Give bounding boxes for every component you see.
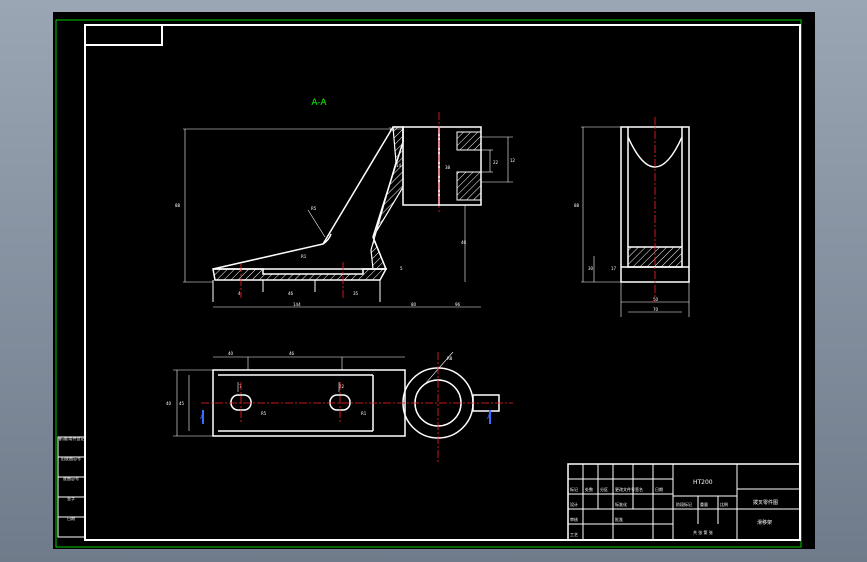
fv-dim-13: 96 <box>455 302 461 307</box>
front-view-dimensions <box>183 128 513 308</box>
inner-border <box>84 24 801 541</box>
tv-dim-2: 46 <box>289 351 295 356</box>
strip-item-1: 借(通)用件登记 <box>57 435 84 441</box>
sv-dim-5: 70 <box>653 307 659 312</box>
fv-dim-9: 5 <box>400 266 403 271</box>
tv-dim-4: 7 <box>239 384 242 389</box>
tv-dim-8: 40 <box>166 401 172 406</box>
marker-a-right: A <box>487 414 492 421</box>
tb-label-4: 更改文件号 <box>615 486 635 492</box>
side-view-dimensions <box>581 126 690 317</box>
sv-dim-4: 50 <box>653 297 659 302</box>
fv-dim-2: 38 <box>445 165 451 170</box>
tb-row2-1: 设计 <box>570 501 578 507</box>
tb-extra-1: 工艺 <box>570 532 578 537</box>
fv-dim-8: 40 <box>461 240 467 245</box>
title-block-text: HT200 拨叉零件图 滑移架 标记 处数 分区 更改文件号 签名 日期 设计 … <box>570 479 778 537</box>
tb-drawing-title: 拨叉零件图 <box>753 499 778 506</box>
fv-dim-5: 14 <box>396 163 402 168</box>
strip-item-5: 日期 <box>67 515 75 521</box>
fv-dim-7: 88 <box>175 203 181 208</box>
cad-drawing: 借(通)用件登记 旧底图总号 底图总号 签字 日期 A-A <box>55 19 802 548</box>
front-view-labels: 11 38 22 12 14 R5 88 40 5 46 35 80 96 14… <box>175 127 516 307</box>
section-markers: A A <box>200 410 492 424</box>
side-view-labels: 88 30 17 50 70 <box>574 203 659 312</box>
tb-row2-3: 标准化 <box>615 501 627 507</box>
left-strip: 借(通)用件登记 旧底图总号 底图总号 签字 日期 <box>57 435 86 538</box>
marker-a-left: A <box>200 414 205 421</box>
top-view-centerlines <box>201 352 513 462</box>
fv-dim-14: 144 <box>293 302 301 307</box>
sv-dim-2: 30 <box>588 266 594 271</box>
tv-dim-7: R8 <box>447 356 453 361</box>
section-title: A-A <box>311 98 327 108</box>
tb-row3-3: 批准 <box>615 516 623 522</box>
tb-weight-label: 重量 <box>700 501 708 507</box>
tb-row3-1: 审核 <box>570 516 578 522</box>
tv-dim-3: R5 <box>261 411 267 416</box>
strip-item-2: 旧底图总号 <box>61 455 81 461</box>
tb-label-6: 日期 <box>655 486 663 492</box>
sv-dim-3: 17 <box>611 266 617 271</box>
tb-school: 滑移架 <box>757 519 772 526</box>
tb-label-5: 签名 <box>635 486 643 492</box>
top-view-dimensions <box>173 351 454 437</box>
tv-dim-1: 40 <box>228 351 234 356</box>
top-view-labels: 40 46 R5 7 22 R1 R8 40 45 <box>166 351 453 416</box>
tb-sheet-label: 阶段标记 <box>676 501 692 507</box>
fv-dim-12: 80 <box>411 302 417 307</box>
fv-dim-1: 11 <box>389 127 395 132</box>
fv-dim-6: R5 <box>311 206 317 211</box>
fv-dim-4: 12 <box>510 158 516 163</box>
code-box <box>84 24 163 46</box>
fv-dim-11: 35 <box>353 291 359 296</box>
front-view-centerlines <box>240 112 440 298</box>
fv-dim-10: 46 <box>288 291 294 296</box>
fv-dim-3: 22 <box>493 160 499 165</box>
strip-item-3: 底图总号 <box>63 475 79 481</box>
fv-dim-16: R1 <box>301 254 307 259</box>
tv-dim-9: 45 <box>179 401 185 406</box>
tv-dim-6: R1 <box>361 411 367 416</box>
sv-dim-1: 88 <box>574 203 580 208</box>
tb-part-name: HT200 <box>693 479 713 486</box>
front-view <box>212 126 482 302</box>
tb-extra-3: 共 张 第 张 <box>693 529 713 535</box>
tb-label-3: 分区 <box>600 486 608 492</box>
drawing-canvas: 借(通)用件登记 旧底图总号 底图总号 签字 日期 A-A <box>53 12 815 549</box>
tb-scale-label: 比例 <box>720 501 728 507</box>
tb-label-1: 标记 <box>570 486 578 492</box>
tv-dim-5: 22 <box>339 384 345 389</box>
strip-item-4: 签字 <box>67 495 75 501</box>
tb-label-2: 处数 <box>585 486 593 492</box>
title-block <box>567 463 801 541</box>
fv-dim-15: 4 <box>238 291 241 296</box>
